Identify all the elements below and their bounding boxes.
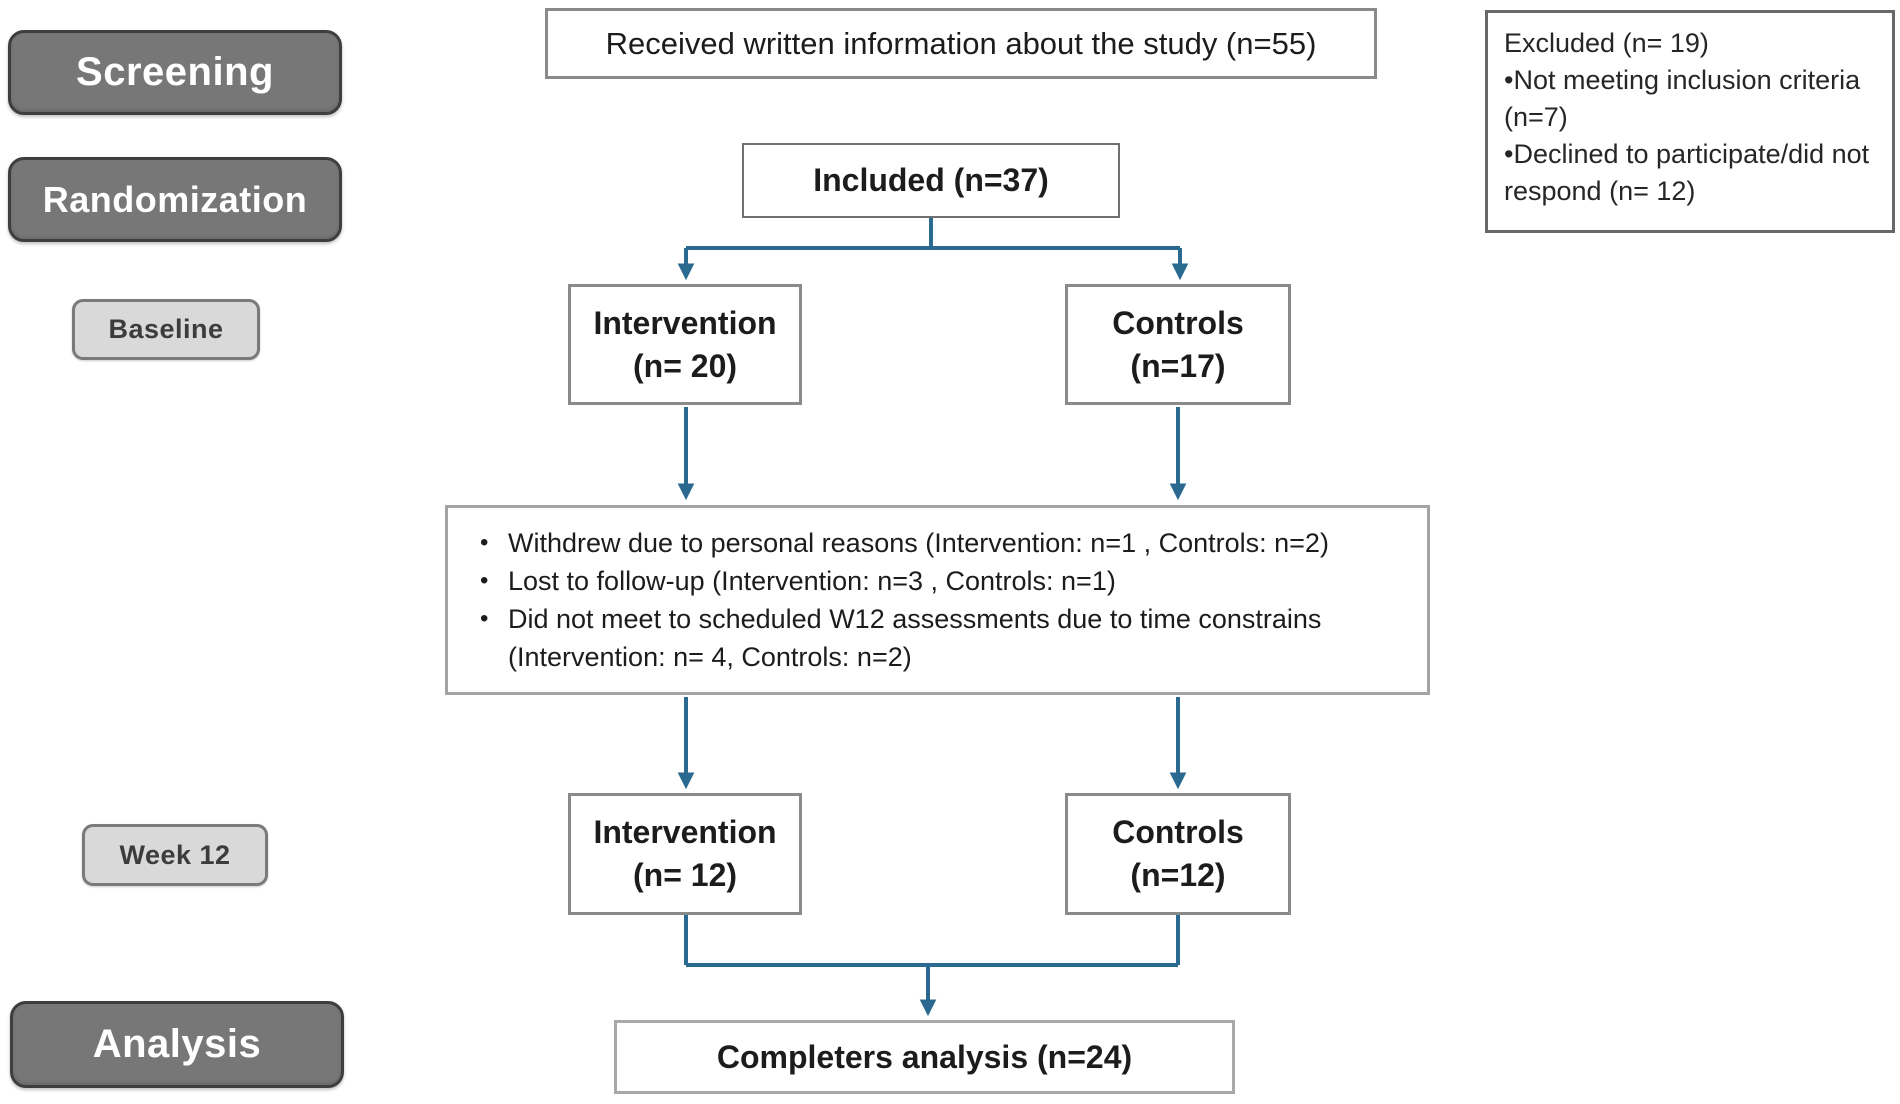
box-completers-analysis: Completers analysis (n=24) — [614, 1020, 1235, 1094]
box-completers-text: Completers analysis (n=24) — [716, 1038, 1133, 1075]
box-intervention-week12-label: Intervention — [593, 814, 777, 850]
box-intervention-week12-n: (n= 12) — [632, 857, 738, 893]
box-controls-week12: Controls (n=12) — [1065, 793, 1291, 915]
box-included: Included (n=37) — [742, 143, 1120, 218]
box-excluded: Excluded (n= 19) Not meeting inclusion c… — [1485, 10, 1895, 233]
excluded-title: Excluded (n= 19) — [1504, 28, 1709, 58]
stage-label-baseline: Baseline — [72, 299, 260, 360]
box-received-information: Received written information about the s… — [545, 8, 1377, 79]
box-controls-week12-label: Controls — [1112, 814, 1244, 850]
stage-label-randomization: Randomization — [8, 157, 342, 242]
box-included-text: Included (n=37) — [813, 162, 1049, 198]
box-controls-week12-n: (n=12) — [1130, 857, 1226, 893]
box-intervention-week12: Intervention (n= 12) — [568, 793, 802, 915]
box-controls-baseline-n: (n=17) — [1130, 347, 1226, 384]
stage-label-screening: Screening — [8, 30, 342, 115]
box-intervention-baseline-n: (n= 20) — [632, 347, 738, 384]
withdrawal-item: Withdrew due to personal reasons (Interv… — [472, 524, 1413, 562]
box-intervention-baseline: Intervention (n= 20) — [568, 284, 802, 405]
excluded-item: Declined to participate/did not respond … — [1504, 136, 1876, 210]
box-controls-baseline-label: Controls — [1112, 304, 1244, 341]
box-intervention-baseline-label: Intervention — [593, 304, 777, 341]
stage-label-week12: Week 12 — [82, 824, 268, 886]
withdrawal-item: Lost to follow-up (Intervention: n=3 , C… — [472, 562, 1413, 600]
excluded-item: Not meeting inclusion criteria (n=7) — [1504, 62, 1876, 136]
box-withdrawal-reasons: Withdrew due to personal reasons (Interv… — [445, 505, 1430, 695]
stage-label-analysis: Analysis — [10, 1001, 344, 1088]
box-controls-baseline: Controls (n=17) — [1065, 284, 1291, 405]
withdrawal-item: Did not meet to scheduled W12 assessment… — [472, 600, 1413, 676]
box-received-text: Received written information about the s… — [605, 25, 1317, 61]
